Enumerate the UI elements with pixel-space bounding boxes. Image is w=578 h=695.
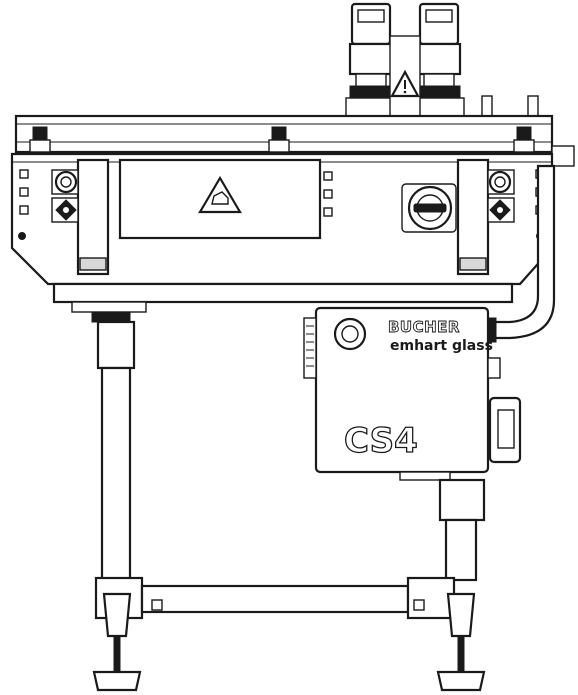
left-column-upper [96,320,136,370]
right-column-upper [438,478,486,522]
side-plug-connector [487,357,522,464]
right-guide-assembly [456,158,515,276]
leveling-foot-right [436,592,486,692]
safety-cover-panel [118,158,322,240]
lower-frame-bar [52,282,514,304]
right-end-bracket [551,145,575,167]
base-crossbar [94,576,456,620]
left-column-lower [100,366,132,582]
control-box-cs4: BUCHER emhart glass CS4 [303,306,493,481]
warning-triangle-icon [390,69,420,98]
model-label: CS4 [344,421,418,461]
small-post-right [527,95,539,119]
right-column-lower [444,518,478,582]
rotary-switch-icon [401,183,457,233]
top-motor-right [413,2,465,117]
brand-subtitle: emhart glass [390,338,493,354]
top-motor-left [345,2,397,117]
left-column-clamp [91,311,131,323]
left-column-flange [71,301,147,313]
small-post-left [481,95,493,119]
brand-name: BUCHER [388,318,460,336]
indicator-lamp-icon [333,317,367,351]
left-guide-assembly [51,158,110,276]
top-conveyor-rail [14,114,554,154]
leveling-foot-left [92,592,142,692]
